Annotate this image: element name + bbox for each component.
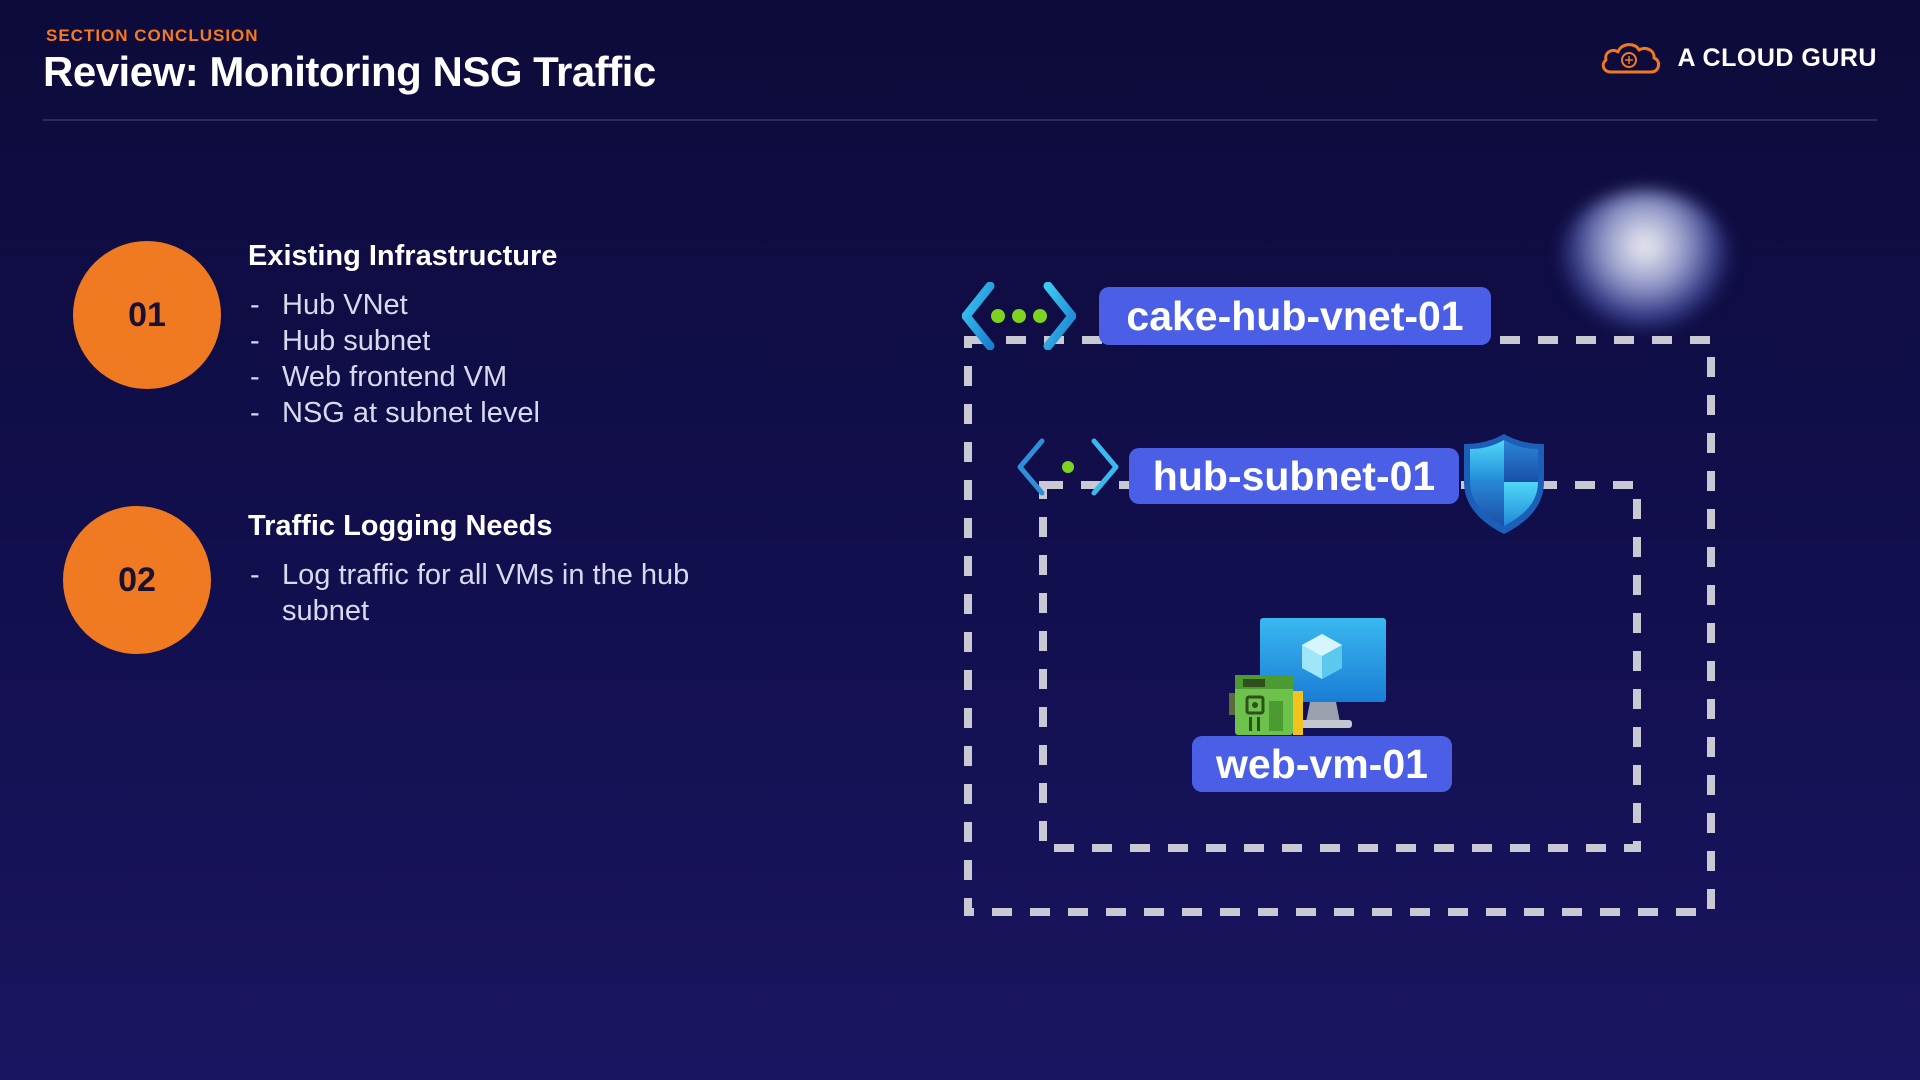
cloud-logo-icon bbox=[1599, 38, 1663, 78]
subnet-label: hub-subnet-01 bbox=[1129, 448, 1459, 504]
list-item: Web frontend VM bbox=[250, 359, 540, 395]
nsg-shield-icon bbox=[1464, 434, 1544, 534]
page-title: Review: Monitoring NSG Traffic bbox=[43, 48, 656, 95]
vm-label: web-vm-01 bbox=[1192, 736, 1452, 792]
list-item: Log traffic for all VMs in the hub subne… bbox=[250, 557, 770, 629]
list-item: Hub subnet bbox=[250, 323, 540, 359]
item-bullets-01: Hub VNet Hub subnet Web frontend VM NSG … bbox=[250, 287, 540, 431]
item-heading-01: Existing Infrastructure bbox=[248, 240, 558, 272]
nic-icon bbox=[1229, 675, 1303, 735]
brand-logo: A CLOUD GURU bbox=[1599, 38, 1877, 78]
item-heading-02: Traffic Logging Needs bbox=[248, 510, 553, 542]
brand-name: A CLOUD GURU bbox=[1677, 43, 1877, 72]
subnet-icon bbox=[1017, 438, 1119, 496]
item-number-badge-02: 02 bbox=[63, 506, 211, 654]
item-bullets-02: Log traffic for all VMs in the hub subne… bbox=[250, 557, 770, 629]
vnet-icon bbox=[962, 282, 1076, 350]
list-item: Hub VNet bbox=[250, 287, 540, 323]
vnet-label: cake-hub-vnet-01 bbox=[1099, 287, 1491, 345]
decorative-glow bbox=[1560, 190, 1730, 330]
list-item: NSG at subnet level bbox=[250, 395, 540, 431]
subnet-boundary bbox=[1039, 481, 1641, 852]
header-divider bbox=[43, 119, 1877, 121]
section-label: SECTION CONCLUSION bbox=[46, 26, 259, 45]
item-number-badge-01: 01 bbox=[73, 241, 221, 389]
vnet-boundary bbox=[964, 336, 1715, 916]
